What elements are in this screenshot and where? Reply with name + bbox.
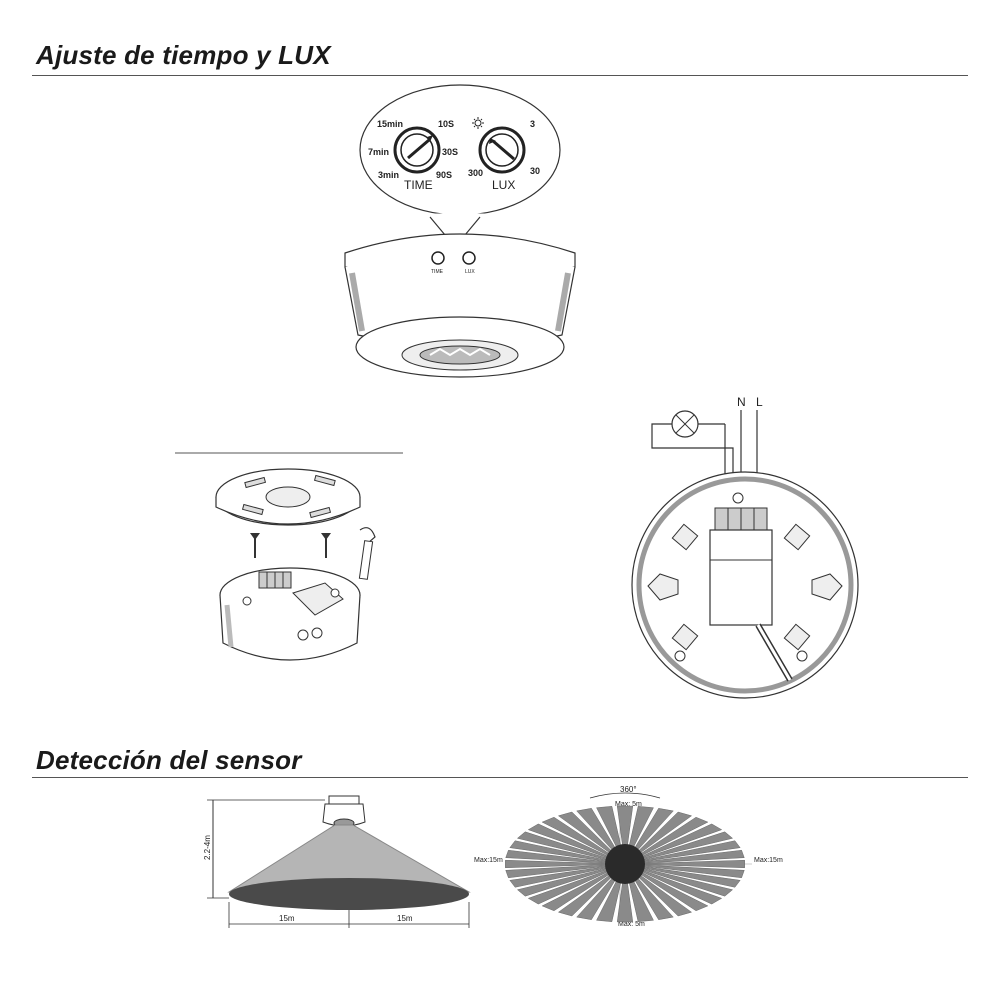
detection-ray: [505, 859, 626, 869]
left-range-label: 15m: [279, 914, 295, 923]
detection-ray: [624, 863, 745, 879]
sensor-device-side: TIME LUX: [344, 233, 576, 378]
callout-ellipse: [359, 84, 561, 216]
detection-top-view: 360° Max: 5m Max: 5m Max:15m Max:15m: [474, 785, 783, 928]
sun-icon: [472, 117, 484, 129]
detection-ray: [624, 823, 723, 865]
time-dial-caption: TIME: [404, 178, 433, 192]
detection-ray: [557, 811, 626, 865]
detection-ray: [624, 859, 745, 869]
sensor-base-top-view: [631, 471, 859, 699]
right-range-label: 15m: [397, 914, 413, 923]
detection-ray: [624, 840, 741, 865]
lux-mark-300: 300: [468, 168, 483, 178]
sensor-center: [605, 844, 645, 884]
section-divider-bottom: [32, 777, 968, 778]
section-divider-top: [32, 75, 968, 76]
mini-lux-label: LUX: [465, 269, 475, 275]
mounting-plate: [215, 468, 361, 526]
detection-ray: [516, 863, 626, 897]
lux-dial[interactable]: 3 300 30 LUX: [468, 117, 540, 192]
detection-ray: [624, 863, 709, 912]
screw-icon: [250, 533, 331, 558]
lux-dial-caption: LUX: [492, 178, 515, 192]
detection-ray: [557, 863, 626, 917]
time-mark-3min: 3min: [378, 170, 399, 180]
time-mark-90s: 90S: [436, 170, 452, 180]
detection-ray: [509, 840, 626, 865]
time-mark-10s: 10S: [438, 119, 454, 129]
angle-label: 360°: [620, 785, 637, 794]
detection-ray: [505, 849, 626, 865]
mini-time-label: TIME: [431, 269, 444, 275]
section-title-detection: Detección del sensor: [36, 745, 302, 775]
section-title-time-lux: Ajuste de tiempo y LUX: [36, 40, 331, 70]
angle-arc: [589, 792, 661, 799]
detection-ray: [624, 863, 741, 888]
detection-ray: [624, 816, 709, 865]
detection-ray: [541, 816, 626, 865]
installation-diagram: [175, 452, 403, 661]
top-range-label: Max: 5m: [615, 801, 642, 808]
detection-ray: [624, 831, 734, 865]
ceiling-sensor-icon: [322, 795, 366, 828]
detection-ray: [624, 863, 723, 905]
lamp-icon: [671, 410, 699, 438]
right-range-label-top: Max:15m: [754, 857, 783, 864]
detection-ray: [624, 863, 693, 917]
wiring-diagram: N L: [631, 395, 859, 699]
detection-ray: [624, 863, 734, 897]
live-label: L: [756, 395, 763, 409]
detection-ray: [509, 863, 626, 888]
time-dial[interactable]: 15min 10S 7min 30S 3min 90S TIME: [368, 119, 458, 192]
time-mark-15min: 15min: [377, 119, 403, 129]
detection-ray: [624, 811, 693, 865]
bottom-range-label: Max: 5m: [618, 921, 645, 928]
twist-arrow-icon: [358, 527, 376, 580]
neutral-label: N: [737, 395, 746, 409]
detection-cone: [227, 824, 471, 893]
detection-ray: [541, 863, 626, 912]
detection-side-view: 2.2-4m 15m 15m: [203, 795, 471, 928]
sensor-base-open: [219, 567, 361, 661]
detection-ray: [505, 863, 626, 879]
detection-ray: [616, 863, 634, 923]
mounting-height-label: 2.2-4m: [203, 835, 212, 860]
detection-ray: [516, 831, 626, 865]
time-mark-7min: 7min: [368, 147, 389, 157]
lux-mark-30: 30: [530, 166, 540, 176]
time-mark-30s: 30S: [442, 147, 458, 157]
lux-mark-3: 3: [530, 119, 535, 129]
adjustment-diagram: 15min 10S 7min 30S 3min 90S TIME 3 300 3…: [344, 84, 576, 378]
detection-ray: [624, 849, 745, 865]
floor-coverage: [229, 878, 469, 910]
detection-ray: [527, 823, 626, 865]
detection-ray: [527, 863, 626, 905]
detection-ray: [616, 805, 634, 865]
left-range-label-top: Max:15m: [474, 857, 503, 864]
